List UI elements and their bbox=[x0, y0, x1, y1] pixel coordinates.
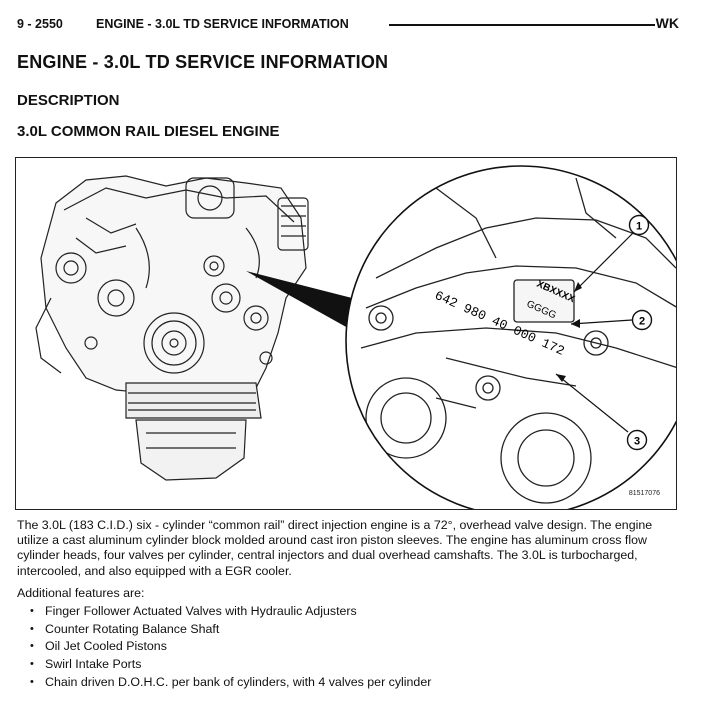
list-item: • Chain driven D.O.H.C. per bank of cylin… bbox=[30, 674, 431, 692]
subsection-heading: 3.0L COMMON RAIL DIESEL ENGINE bbox=[17, 123, 280, 140]
list-item: • Finger Follower Actuated Valves with Hy… bbox=[30, 603, 431, 621]
list-item: • Oil Jet Cooled Pistons bbox=[30, 638, 431, 656]
bullet-icon: • bbox=[30, 622, 34, 635]
header-rule bbox=[389, 24, 655, 26]
bullet-icon: • bbox=[30, 658, 34, 671]
callout-3-label: 3 bbox=[634, 436, 640, 448]
engine-figure: XBXXXX GGGG 642 980 40 000 172 1 2 3 815… bbox=[15, 157, 677, 510]
feature-text: Finger Follower Actuated Valves with Hyd… bbox=[45, 604, 357, 618]
feature-text: Oil Jet Cooled Pistons bbox=[45, 639, 167, 654]
feature-text: Chain driven D.O.H.C. per bank of cylind… bbox=[45, 674, 432, 689]
bullet-icon: • bbox=[30, 605, 34, 617]
callout-3: 3 bbox=[626, 429, 648, 451]
section-heading: DESCRIPTION bbox=[17, 92, 120, 109]
callout-1-label: 1 bbox=[636, 221, 642, 233]
page-header: 9 - 2550 ENGINE - 3.0L TD SERVICE INFORM… bbox=[17, 15, 679, 35]
leader-lines bbox=[555, 231, 635, 433]
callout-2-label: 2 bbox=[639, 316, 645, 328]
list-item: • Counter Rotating Balance Shaft bbox=[30, 621, 431, 639]
list-item: • Swirl Intake Ports bbox=[30, 656, 431, 674]
zoom-pointer bbox=[246, 271, 352, 328]
zoom-circle bbox=[345, 165, 676, 509]
feature-text: Swirl Intake Ports bbox=[45, 657, 142, 672]
page-number: 9 - 2550 bbox=[17, 17, 63, 31]
figure-id: 81517076 bbox=[628, 490, 660, 497]
header-section-title: ENGINE - 3.0L TD SERVICE INFORMATION bbox=[96, 17, 349, 31]
engine-illustration: XBXXXX GGGG 642 980 40 000 172 1 2 3 bbox=[35, 165, 676, 509]
bullet-icon: • bbox=[30, 640, 34, 653]
features-list: • Finger Follower Actuated Valves with Hy… bbox=[30, 603, 431, 691]
page-title: ENGINE - 3.0L TD SERVICE INFORMATION bbox=[17, 52, 389, 72]
description-paragraph: The 3.0L (183 C.I.D.) six - cylinder “co… bbox=[17, 518, 653, 578]
bullet-icon: • bbox=[30, 675, 34, 688]
feature-text: Counter Rotating Balance Shaft bbox=[45, 621, 220, 636]
zoom-detail bbox=[346, 166, 676, 509]
callout-1: 1 bbox=[628, 214, 650, 236]
engine-drawing bbox=[35, 175, 309, 481]
model-code: WK bbox=[655, 15, 679, 31]
callout-2: 2 bbox=[631, 309, 653, 331]
features-heading: Additional features are: bbox=[17, 586, 145, 600]
